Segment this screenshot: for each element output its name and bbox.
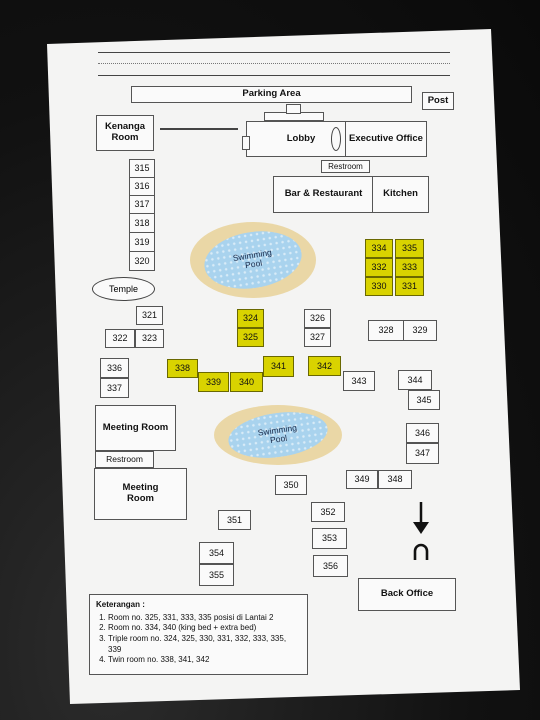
restroom-top: Restroom — [321, 160, 370, 173]
room-331: 331 — [395, 277, 424, 296]
room-341: 341 — [263, 356, 294, 377]
room-332: 332 — [365, 258, 393, 277]
legend-box: Keterangan : Room no. 325, 331, 333, 335… — [89, 594, 308, 675]
room-316: 316 — [129, 177, 155, 196]
parking-area: Parking Area — [131, 86, 412, 103]
room-345: 345 — [408, 390, 440, 410]
room-317: 317 — [129, 195, 155, 214]
room-353: 353 — [312, 528, 347, 549]
room-352: 352 — [311, 502, 345, 522]
room-319: 319 — [129, 232, 155, 252]
room-333: 333 — [395, 258, 424, 277]
header-line-2 — [98, 63, 450, 64]
legend-item: Triple room no. 324, 325, 330, 331, 332,… — [108, 634, 301, 655]
header-line-1 — [98, 52, 450, 53]
down-arrow-icon — [413, 502, 429, 534]
temple: Temple — [92, 277, 155, 301]
pool-label-bottom: Swimming Pool — [257, 422, 298, 446]
room-325: 325 — [237, 328, 264, 347]
room-346: 346 — [406, 423, 439, 443]
legend-item: Twin room no. 338, 341, 342 — [108, 655, 301, 666]
room-328: 328 — [368, 320, 404, 341]
room-322: 322 — [105, 329, 135, 348]
room-351: 351 — [218, 510, 251, 530]
arch-door-icon — [413, 543, 429, 560]
meeting-room-2: Meeting Room — [94, 468, 187, 520]
entrance-gate — [286, 104, 301, 114]
room-320: 320 — [129, 251, 155, 271]
lobby-door — [242, 136, 250, 150]
room-336: 336 — [100, 358, 129, 378]
room-337: 337 — [100, 378, 129, 398]
room-339: 339 — [198, 372, 229, 392]
room-315: 315 — [129, 159, 155, 178]
room-335: 335 — [395, 239, 424, 258]
room-340: 340 — [230, 372, 263, 392]
room-344: 344 — [398, 370, 432, 390]
room-329: 329 — [403, 320, 437, 341]
room-326: 326 — [304, 309, 331, 328]
kenanga-room: Kenanga Room — [96, 115, 154, 151]
room-347: 347 — [406, 443, 439, 464]
room-338: 338 — [167, 359, 198, 378]
legend-item: Room no. 325, 331, 333, 335 posisi di La… — [108, 613, 301, 624]
room-356: 356 — [313, 555, 348, 577]
legend-item: Room no. 334, 340 (king bed + extra bed) — [108, 623, 301, 634]
kitchen: Kitchen — [372, 176, 429, 213]
meeting-room-1: Meeting Room — [95, 405, 176, 451]
walkway-line — [160, 128, 238, 130]
room-342: 342 — [308, 356, 341, 376]
room-334: 334 — [365, 239, 393, 258]
room-323: 323 — [135, 329, 164, 348]
room-321: 321 — [136, 306, 163, 325]
legend-list: Room no. 325, 331, 333, 335 posisi di La… — [96, 613, 301, 666]
room-349: 349 — [346, 470, 378, 489]
room-330: 330 — [365, 277, 393, 296]
room-348: 348 — [378, 470, 412, 489]
pool-label-top: Swimming Pool — [232, 246, 273, 271]
room-355: 355 — [199, 564, 234, 586]
executive-office: Executive Office — [345, 121, 427, 157]
header-line-3 — [98, 75, 450, 76]
room-318: 318 — [129, 213, 155, 233]
bar-restaurant: Bar & Restaurant — [273, 176, 374, 213]
meeting-room-2-label: Meeting Room — [122, 482, 159, 504]
room-327: 327 — [304, 328, 331, 347]
legend-title: Keterangan : — [96, 600, 145, 609]
restroom-left: Restroom — [95, 451, 154, 468]
post: Post — [422, 92, 454, 110]
lobby-column — [331, 127, 341, 151]
room-343: 343 — [343, 371, 375, 391]
back-office: Back Office — [358, 578, 456, 611]
room-350: 350 — [275, 475, 307, 495]
room-354: 354 — [199, 542, 234, 564]
room-324: 324 — [237, 309, 264, 328]
